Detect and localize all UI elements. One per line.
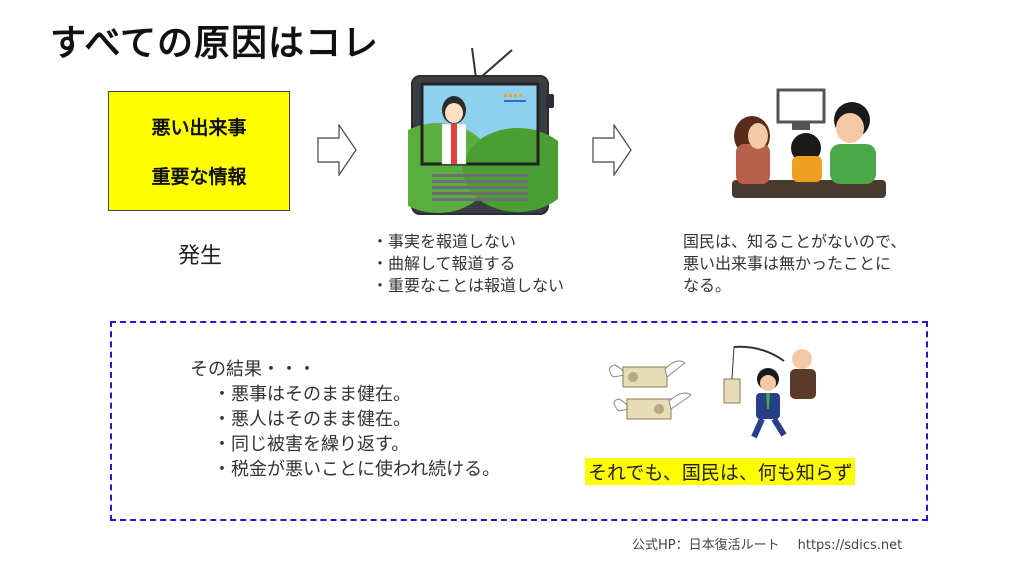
media-behavior-list: ・事実を報道しない ・曲解して報道する ・重要なことは報道しない <box>372 231 564 297</box>
family-watching-tv-illustration <box>732 88 886 198</box>
list-item: ・事実を報道しない <box>372 232 517 251</box>
list-item: ・税金が悪いことに使われ続ける。 <box>213 459 501 480</box>
page-title: すべての原因はコレ <box>50 23 380 64</box>
list-item: ・悪事はそのまま健在。 <box>213 384 411 405</box>
cause-line-1: 悪い出来事 <box>151 117 247 139</box>
result-box <box>110 321 928 521</box>
cause-box: 悪い出来事 重要な情報 <box>108 91 290 211</box>
text-line: なる。 <box>683 276 732 295</box>
site-url: https://sdics.net <box>797 538 903 553</box>
cause-label: 発生 <box>178 244 223 269</box>
list-item: ・悪人はそのまま健在。 <box>213 409 411 430</box>
list-item: ・同じ被害を繰り返す。 <box>213 434 410 455</box>
cause-line-2: 重要な情報 <box>151 166 247 188</box>
man-chasing-money-illustration <box>723 345 816 439</box>
text-line: 悪い出来事は無かったことに <box>683 254 892 273</box>
highlighted-statement: それでも、国民は、何も知らず <box>585 458 856 485</box>
result-heading: その結果・・・ <box>190 359 316 380</box>
list-item: ・曲解して報道する <box>372 254 516 273</box>
arrow-right-icon <box>592 124 632 176</box>
text-line: 国民は、知ることがないので、 <box>683 232 907 251</box>
arrow-right-icon <box>317 124 357 176</box>
footer: 公式HP：日本復活ルート https://sdics.net <box>632 534 902 553</box>
citizens-text: 国民は、知ることがないので、 悪い出来事は無かったことに なる。 <box>683 231 906 297</box>
result-list: ・悪事はそのまま健在。 ・悪人はそのまま健在。 ・同じ被害を繰り返す。 ・税金が… <box>213 382 500 482</box>
television-illustration <box>408 48 558 215</box>
list-item: ・重要なことは報道しない <box>372 276 565 295</box>
official-site-label: 公式HP：日本復活ルート <box>632 538 780 553</box>
flying-money-illustration <box>609 360 692 420</box>
